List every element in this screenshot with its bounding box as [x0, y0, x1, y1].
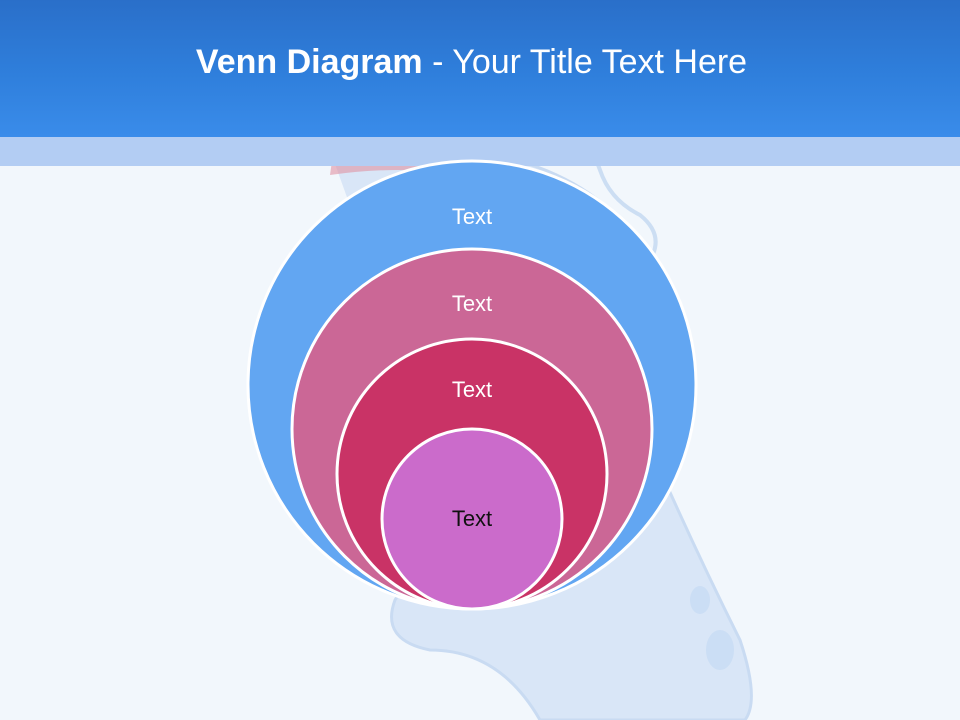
slide-title-rest: - Your Title Text Here: [422, 43, 748, 81]
circle-3-label: Text: [452, 377, 492, 402]
slide-title-bold: Venn Diagram: [195, 43, 423, 81]
circle-4-shape: [380, 427, 564, 611]
circle-2-label: Text: [452, 291, 492, 316]
circle-1-label: Text: [452, 204, 492, 229]
slide-title: Venn Diagram - Your Title Text Here: [0, 42, 943, 82]
title-bar: [0, 0, 960, 137]
circle-4-label: Text: [452, 506, 492, 531]
circle-4: Text: [380, 427, 564, 611]
